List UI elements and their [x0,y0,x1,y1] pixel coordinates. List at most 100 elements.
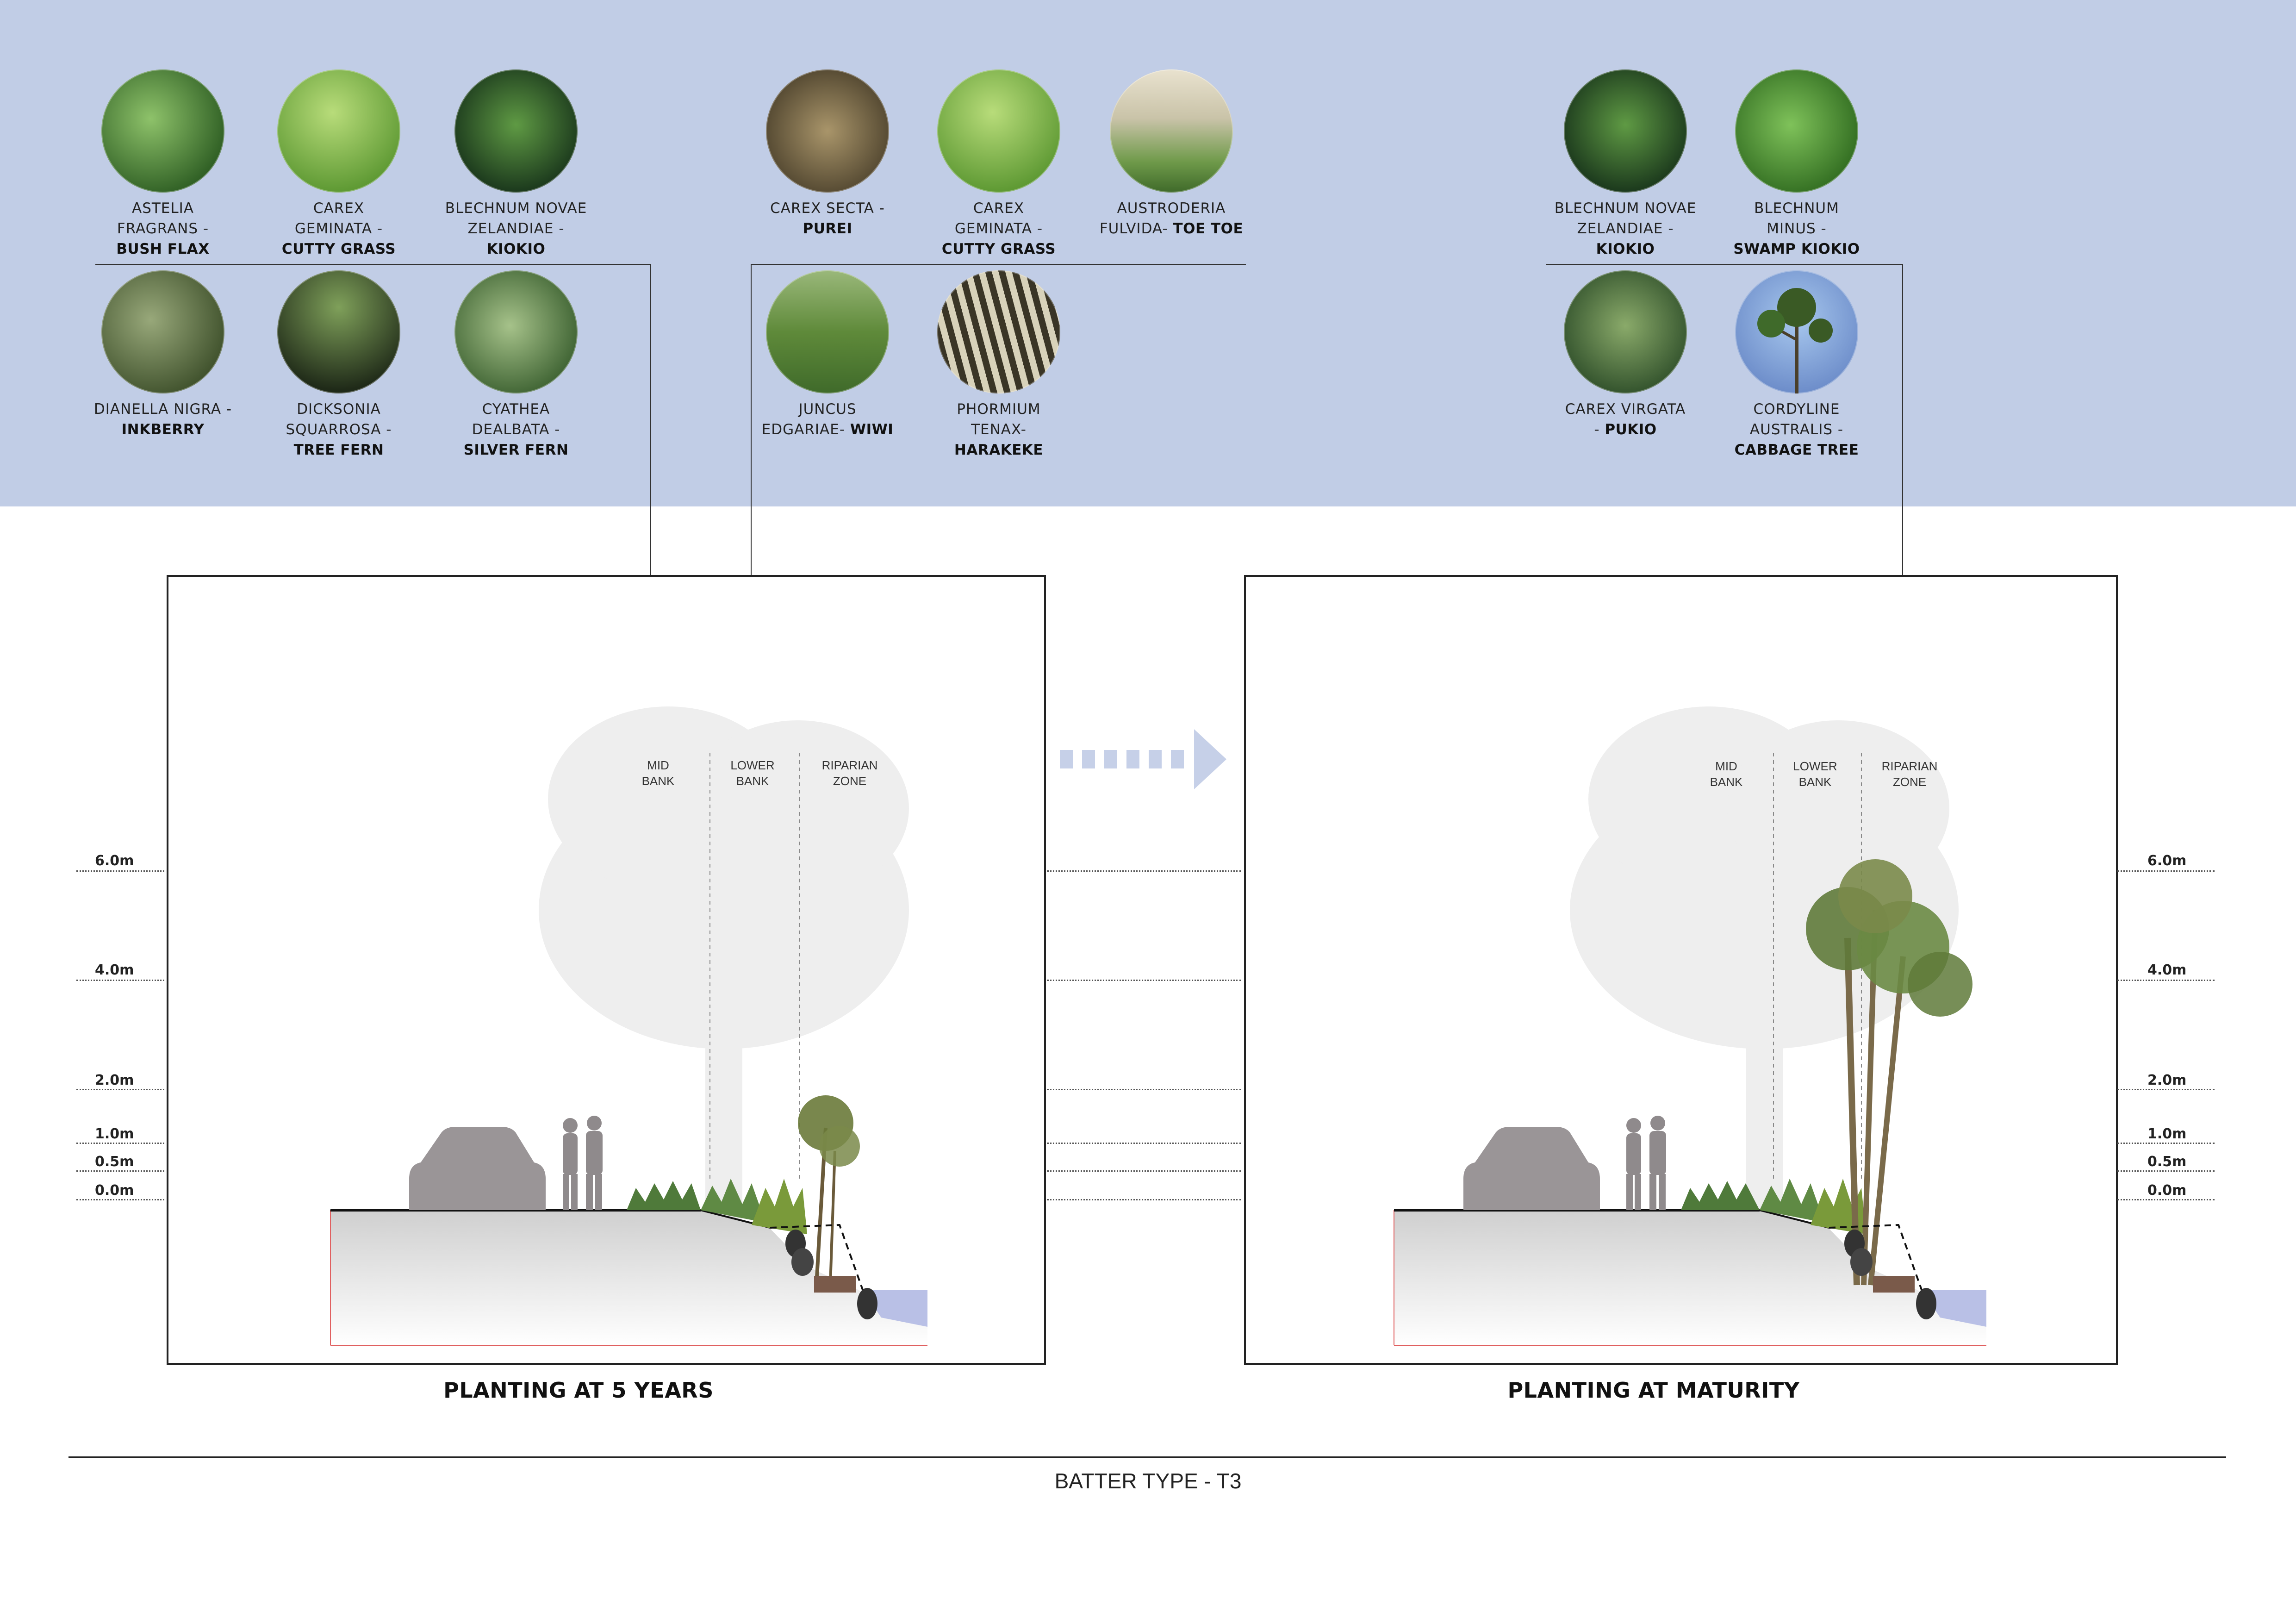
astelia-photo [101,69,224,193]
zone-label-mid-bank: MID BANK [641,758,675,788]
zone-label-riparian: RIPARIAN ZONE [1881,759,1938,789]
height-label-right-2m: 2.0m [2147,1072,2187,1088]
height-guide [76,1143,164,1144]
height-guide [1047,1089,1241,1090]
plant-common-name: WIWI [850,421,894,438]
plant-common-name: PUKIO [1605,421,1657,438]
cyathea-photo [454,270,578,394]
leader-mid-bank-horizontal [95,264,651,265]
height-label-right-1m: 1.0m [2147,1126,2187,1142]
section-5-years-drawing [330,706,927,1346]
height-guide [2117,1089,2215,1090]
plant-common-name: TOE TOE [1173,220,1244,237]
plant-label: CYATHEA DEALBATA - [472,401,560,438]
car-silhouette [409,1127,546,1210]
blechnum-2-photo [1564,69,1687,193]
cordyline-photo [1735,270,1858,394]
height-label-left-6m: 6.0m [95,853,134,869]
plant-label: PHORMIUM TENAX- [957,401,1041,438]
plant-blechnum-minus: BLECHNUM MINUS -SWAMP KIOKIO [1709,69,1885,259]
leader-lower-bank-vertical [751,264,752,741]
plant-label: CAREX SECTA - [770,200,885,217]
phormium-photo [937,270,1060,394]
people-silhouettes [563,1116,603,1210]
plant-austroderia: AUSTRODERIA FULVIDA- TOE TOE [1083,69,1259,239]
height-guide [2117,1199,2215,1200]
austroderia-photo [1110,69,1233,193]
height-guide [1047,980,1241,981]
section-maturity-drawing [1394,706,1986,1346]
sheet-title: BATTER TYPE - T3 [1054,1469,1242,1493]
zone-label-riparian: RIPARIAN ZONE [821,758,878,788]
plant-blechnum-novae-zelandiae-2: BLECHNUM NOVAE ZELANDIAE - KIOKIO [1537,69,1713,259]
height-guide [1047,870,1241,872]
leader-lower-bank-horizontal [751,264,1246,265]
plant-common-name: CUTTY GRASS [941,241,1056,257]
height-label-right-0-5m: 0.5m [2147,1154,2187,1170]
plant-carex-geminata: CAREX GEMINATA - CUTTY GRASS [251,69,427,259]
plant-cordyline: CORDYLINE AUSTRALIS -CABBAGE TREE [1709,270,1885,460]
height-label-right-4m: 4.0m [2147,962,2187,978]
juncus-photo [766,270,889,394]
height-guide [76,1199,164,1200]
zone-label-lower-bank: LOWER BANK [1793,759,1837,789]
leader-riparian-horizontal [1546,264,1902,265]
plant-common-name: SILVER FERN [463,442,569,458]
plant-carex-geminata-2: CAREX GEMINATA -CUTTY GRASS [911,69,1087,259]
plant-common-name: KIOKIO [1596,241,1655,257]
height-guide [2117,1143,2215,1144]
height-label-right-6m: 6.0m [2147,853,2187,869]
height-guide [2117,980,2215,981]
plant-carex-virgata: CAREX VIRGATA - PUKIO [1537,270,1713,440]
height-guide [2117,870,2215,872]
plant-common-name: TREE FERN [293,442,384,458]
people-silhouettes [1626,1116,1666,1210]
plant-label: CAREX GEMINATA - [294,200,383,237]
height-guide [76,980,164,981]
progression-arrow [1060,729,1226,789]
plant-label: DIANELLA NIGRA - [93,401,232,418]
section-panel-5-years: MID BANK LOWER BANK RIPARIAN ZONE [167,575,1046,1365]
leader-riparian-vertical [1902,264,1903,741]
footer-rule [68,1456,2226,1458]
plant-common-name: KIOKIO [486,241,546,257]
plant-label: DICKSONIA SQUARROSA - [286,401,392,438]
plant-phormium: PHORMIUM TENAX-HARAKEKE [911,270,1087,460]
carex-geminata-photo [277,69,400,193]
dicksonia-photo [277,270,400,394]
blechnum-minus-photo [1735,69,1858,193]
plant-blechnum-novae-zelandiae: BLECHNUM NOVAE ZELANDIAE - KIOKIO [428,69,604,259]
plant-label: CAREX VIRGATA - [1565,401,1686,438]
plant-common-name: INKBERRY [121,421,205,438]
height-label-right-0m: 0.0m [2147,1182,2187,1199]
blechnum-photo [454,69,578,193]
plant-label: AUSTRODERIA FULVIDA- [1099,200,1226,237]
panel-title-5-years: PLANTING AT 5 YEARS [443,1378,714,1403]
height-label-left-2m: 2.0m [95,1072,134,1088]
ghost-tree [1570,706,1959,1225]
plant-carex-secta: CAREX SECTA -PUREI [740,69,915,239]
height-label-left-0m: 0.0m [95,1182,134,1199]
plant-common-name: SWAMP KIOKIO [1733,241,1860,257]
plant-label: BLECHNUM NOVAE ZELANDIAE - [445,200,587,237]
height-label-left-4m: 4.0m [95,962,134,978]
plant-label: BLECHNUM NOVAE ZELANDIAE - [1554,200,1697,237]
height-guide [1047,1199,1241,1200]
plant-label: JUNCUS EDGARIAE- [761,401,857,438]
plant-juncus: JUNCUS EDGARIAE- WIWI [740,270,915,440]
height-label-left-1m: 1.0m [95,1126,134,1142]
plant-common-name: CABBAGE TREE [1734,442,1859,458]
carex-geminata-2-photo [937,69,1060,193]
plant-common-name: BUSH FLAX [116,241,210,257]
plant-dianella: DIANELLA NIGRA - INKBERRY [75,270,251,440]
panel-title-maturity: PLANTING AT MATURITY [1507,1378,1800,1403]
height-guide [1047,1143,1241,1144]
carex-secta-photo [766,69,889,193]
planting-5-years [627,1179,807,1234]
height-guide [76,1170,164,1172]
height-guide [76,1089,164,1090]
height-label-left-0-5m: 0.5m [95,1154,134,1170]
leader-mid-bank-vertical [650,264,651,741]
plant-common-name: CUTTY GRASS [281,241,396,257]
section-panel-maturity: MID BANK LOWER BANK RIPARIAN ZONE [1244,575,2118,1365]
